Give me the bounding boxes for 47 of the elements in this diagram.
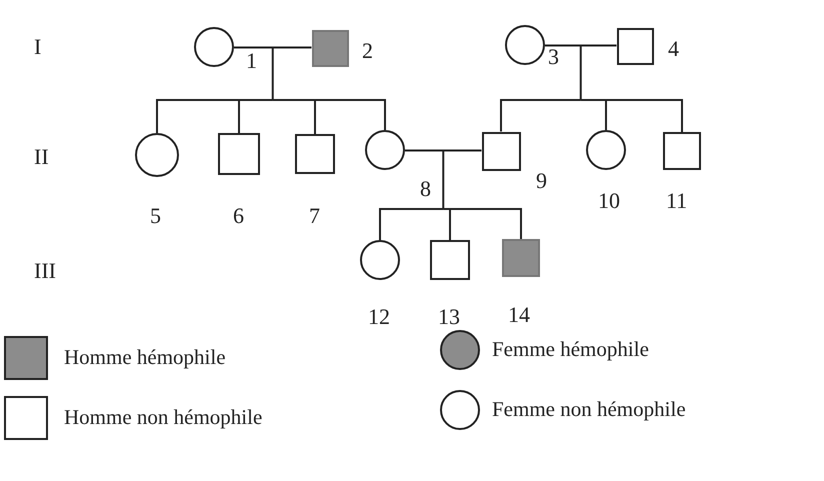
individual-number: 6 [233, 205, 244, 227]
individual-number: 2 [362, 40, 373, 62]
legend-label: Homme hémophile [64, 347, 226, 368]
child-line [580, 99, 683, 132]
individual-number: 1 [246, 50, 257, 72]
generation-label: II [34, 146, 49, 168]
individual-number: 9 [536, 170, 547, 192]
female-circle [365, 130, 405, 170]
male-square [430, 240, 470, 280]
male-square [616, 28, 654, 64]
female-circle [360, 240, 400, 280]
child-line [500, 99, 581, 132]
marriage-line [234, 46, 312, 48]
female-circle [194, 27, 234, 67]
marriage-line [545, 44, 616, 46]
male-square [663, 132, 701, 170]
individual-number: 7 [309, 205, 320, 227]
marriage-line [405, 150, 482, 152]
female-circle [135, 133, 179, 177]
individual-number: 12 [368, 306, 390, 328]
descent-line [272, 48, 274, 100]
child-line [238, 99, 273, 133]
individual-number: 10 [598, 190, 620, 212]
descent-line [442, 150, 444, 209]
legend-label: Femme hémophile [492, 339, 649, 360]
descent-line [580, 46, 582, 100]
individual-number: 3 [548, 46, 559, 68]
affected-male-square [312, 30, 348, 66]
child-line [272, 99, 386, 130]
legend-label: Homme non hémophile [64, 407, 262, 428]
generation-label: I [34, 36, 42, 58]
child-line [443, 208, 522, 239]
legend-label: Femme non hémophile [492, 399, 686, 420]
child-line [379, 208, 444, 240]
individual-number: 11 [666, 190, 688, 212]
male-square [482, 132, 520, 170]
female-circle [586, 130, 626, 170]
individual-number: 8 [420, 178, 431, 200]
generation-label: III [34, 260, 56, 282]
affected-male-square [502, 239, 540, 277]
individual-number: 13 [438, 306, 460, 328]
individual-number: 4 [668, 38, 679, 60]
individual-number: 5 [150, 205, 161, 227]
female-circle [505, 25, 545, 65]
male-square [295, 134, 335, 174]
male-square [218, 133, 260, 175]
individual-number: 14 [508, 304, 530, 326]
